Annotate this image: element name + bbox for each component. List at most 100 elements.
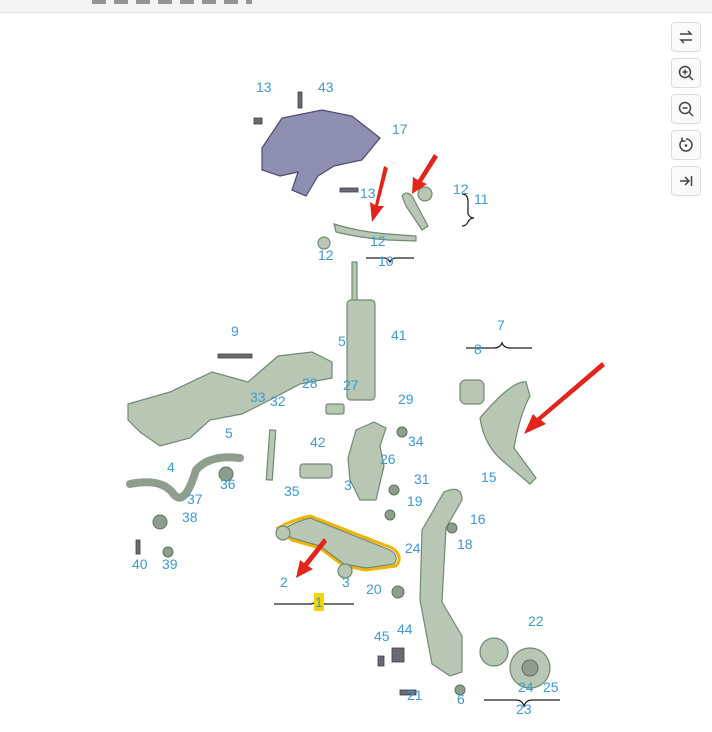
callout-24[interactable]: 24 bbox=[518, 679, 534, 695]
callout-25[interactable]: 25 bbox=[543, 679, 559, 695]
zoom-in-icon bbox=[678, 65, 694, 81]
callout-20[interactable]: 20 bbox=[366, 581, 382, 597]
reset-view-button[interactable] bbox=[671, 130, 701, 160]
bolt-part[interactable] bbox=[135, 539, 141, 555]
swap-icon bbox=[679, 30, 693, 44]
control-arm-part[interactable] bbox=[479, 381, 537, 485]
callout-9[interactable]: 9 bbox=[231, 323, 239, 339]
nut-part[interactable] bbox=[384, 509, 396, 521]
bushing-part[interactable] bbox=[317, 236, 331, 250]
callout-3[interactable]: 3 bbox=[344, 477, 352, 493]
bushing-part[interactable] bbox=[417, 186, 433, 202]
bracket-part[interactable] bbox=[325, 403, 345, 415]
bushing-part[interactable] bbox=[275, 525, 291, 541]
callout-3[interactable]: 3 bbox=[342, 574, 350, 590]
group-bracket bbox=[461, 193, 475, 227]
hub-center-part[interactable] bbox=[521, 659, 539, 677]
callout-36[interactable]: 36 bbox=[220, 476, 236, 492]
subframe-part[interactable] bbox=[127, 351, 333, 447]
bolt-part[interactable] bbox=[339, 187, 359, 193]
stabilizer-link-part[interactable] bbox=[265, 429, 277, 481]
wheel-carrier-part[interactable] bbox=[419, 488, 463, 677]
zoom-out-button[interactable] bbox=[671, 94, 701, 124]
arrow-indicator bbox=[412, 154, 438, 194]
callout-28[interactable]: 28 bbox=[302, 375, 318, 391]
callout-35[interactable]: 35 bbox=[284, 483, 300, 499]
zoom-out-icon bbox=[678, 101, 694, 117]
callout-39[interactable]: 39 bbox=[162, 556, 178, 572]
callout-4[interactable]: 4 bbox=[167, 459, 175, 475]
callout-22[interactable]: 22 bbox=[528, 613, 544, 629]
callout-12[interactable]: 12 bbox=[370, 233, 386, 249]
callout-8[interactable]: 8 bbox=[474, 341, 482, 357]
lower-control-arm-part[interactable] bbox=[280, 517, 397, 569]
callout-24[interactable]: 24 bbox=[405, 540, 421, 556]
bolt-part[interactable] bbox=[399, 689, 417, 696]
callout-11[interactable]: 11 bbox=[474, 191, 489, 207]
callout-6[interactable]: 6 bbox=[457, 691, 465, 707]
bolt-part[interactable] bbox=[217, 353, 253, 359]
callout-34[interactable]: 34 bbox=[408, 433, 424, 449]
callout-18[interactable]: 18 bbox=[457, 536, 473, 552]
bushing-part[interactable] bbox=[337, 563, 353, 579]
nut-part[interactable] bbox=[446, 522, 458, 534]
callout-26[interactable]: 26 bbox=[380, 451, 396, 467]
callout-29[interactable]: 29 bbox=[398, 391, 414, 407]
bracket-part[interactable] bbox=[299, 463, 333, 479]
callout-44[interactable]: 44 bbox=[397, 621, 413, 637]
top-bar bbox=[0, 0, 712, 13]
callout-2[interactable]: 2 bbox=[280, 574, 288, 590]
bolt-part[interactable] bbox=[253, 117, 263, 125]
nut-part[interactable] bbox=[388, 484, 400, 496]
callout-16[interactable]: 16 bbox=[470, 511, 486, 527]
bushing-part[interactable] bbox=[218, 466, 234, 482]
nut-part[interactable] bbox=[162, 546, 174, 558]
zoom-in-button[interactable] bbox=[671, 58, 701, 88]
callout-40[interactable]: 40 bbox=[132, 556, 148, 572]
callout-13[interactable]: 13 bbox=[256, 79, 272, 95]
bushing-part[interactable] bbox=[152, 514, 168, 530]
bushing-part[interactable] bbox=[459, 379, 485, 405]
callout-23[interactable]: 23 bbox=[516, 701, 532, 717]
callout-5[interactable]: 5 bbox=[338, 333, 346, 349]
group-bracket bbox=[366, 257, 414, 264]
wheel-bearing-part[interactable] bbox=[479, 637, 509, 667]
callout-17[interactable]: 17 bbox=[392, 121, 408, 137]
callout-32[interactable]: 32 bbox=[270, 393, 286, 409]
callout-43[interactable]: 43 bbox=[318, 79, 334, 95]
knuckle-part[interactable] bbox=[347, 421, 387, 501]
callout-7[interactable]: 7 bbox=[497, 317, 505, 333]
callout-19[interactable]: 19 bbox=[407, 493, 423, 509]
callout-33[interactable]: 33 bbox=[250, 389, 266, 405]
bolt-part[interactable] bbox=[377, 655, 385, 667]
callout-31[interactable]: 31 bbox=[414, 471, 430, 487]
upper-control-arm-part[interactable] bbox=[333, 223, 417, 242]
engine-mount-part[interactable] bbox=[261, 109, 381, 197]
callout-45[interactable]: 45 bbox=[374, 628, 390, 644]
callout-37[interactable]: 37 bbox=[187, 491, 203, 507]
stabilizer-bar-part[interactable] bbox=[126, 453, 244, 502]
upper-control-arm-part[interactable] bbox=[401, 192, 429, 231]
swap-button[interactable] bbox=[671, 22, 701, 52]
bolt-part[interactable] bbox=[391, 647, 405, 663]
nut-part[interactable] bbox=[396, 426, 408, 438]
callout-10[interactable]: 10 bbox=[378, 253, 394, 269]
callout-13[interactable]: 13 bbox=[360, 185, 376, 201]
collapse-icon bbox=[680, 176, 693, 186]
callout-12[interactable]: 12 bbox=[453, 181, 469, 197]
collapse-button[interactable] bbox=[671, 166, 701, 196]
shock-absorber-part[interactable] bbox=[351, 261, 358, 303]
callout-1[interactable]: 1 bbox=[315, 594, 323, 610]
shock-absorber-part[interactable] bbox=[346, 299, 376, 401]
callout-27[interactable]: 27 bbox=[343, 377, 359, 393]
callout-5[interactable]: 5 bbox=[225, 425, 233, 441]
callout-21[interactable]: 21 bbox=[407, 687, 423, 703]
callout-42[interactable]: 42 bbox=[310, 434, 326, 450]
callout-38[interactable]: 38 bbox=[182, 509, 198, 525]
callout-41[interactable]: 41 bbox=[391, 327, 407, 343]
callout-12[interactable]: 12 bbox=[318, 247, 334, 263]
callout-15[interactable]: 15 bbox=[481, 469, 497, 485]
bolt-part[interactable] bbox=[297, 91, 303, 109]
nut-part[interactable] bbox=[454, 684, 466, 696]
ball-joint-part[interactable] bbox=[391, 585, 405, 599]
